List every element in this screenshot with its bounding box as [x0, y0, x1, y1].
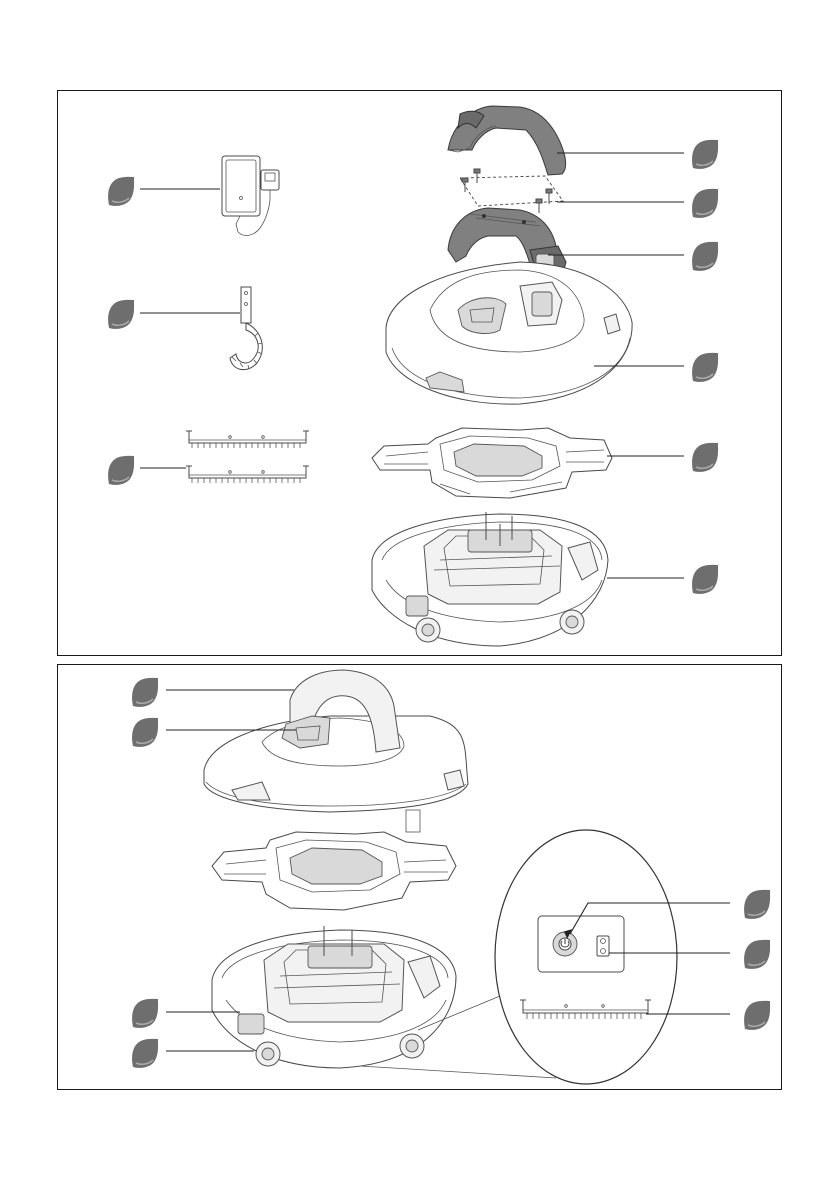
assembled-base	[212, 926, 456, 1068]
callout-badge-icon	[132, 1039, 158, 1068]
zoom-detail	[495, 830, 677, 1084]
callout-badge-icon	[108, 456, 134, 485]
callout-badge-icon	[108, 300, 134, 329]
callout-badge-icon	[744, 1001, 770, 1030]
callout-badge-icon	[692, 242, 718, 271]
power-button	[553, 932, 577, 956]
callout-badge-icon	[744, 890, 770, 919]
screws	[460, 169, 563, 213]
assembled-top-shell	[204, 670, 468, 832]
handle-cover	[448, 106, 566, 175]
callout-badge-icon	[132, 678, 158, 707]
brush-strips	[186, 431, 309, 483]
filter-tray	[372, 428, 612, 498]
charger-adapter	[222, 156, 279, 235]
top-shell	[386, 262, 632, 404]
callout-badge-icon	[692, 443, 718, 472]
status-indicator	[597, 936, 609, 956]
callout-badge-icon	[132, 999, 158, 1028]
base-unit	[372, 512, 608, 646]
callout-badge-icon	[692, 565, 718, 594]
callout-badge-icon	[692, 189, 718, 218]
callout-badge-icon	[692, 140, 718, 169]
assembled-filter-tray	[212, 832, 456, 910]
callout-badge-icon	[132, 718, 158, 747]
callout-badge-icon	[744, 940, 770, 969]
callout-badge-icon	[692, 353, 718, 382]
hook-tool	[230, 287, 262, 370]
callout-badge-icon	[108, 177, 134, 206]
